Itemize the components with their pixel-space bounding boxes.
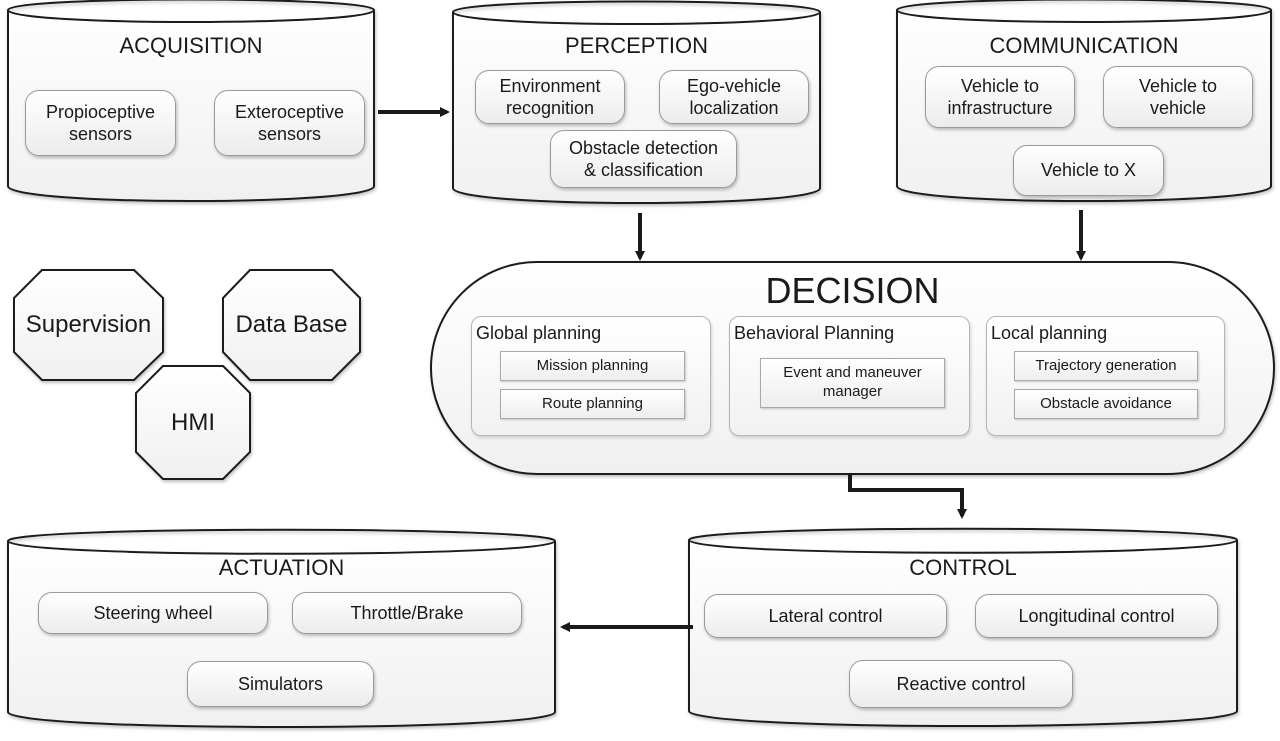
event-maneuver-manager-item: Event and maneuver manager [760,358,945,408]
throttle-brake-item: Throttle/Brake [292,592,522,634]
arrow-decision-to-control [848,474,967,519]
behavioral-planning-title: Behavioral Planning [734,323,895,343]
actuation-container [7,528,556,728]
global-planning-title: Global planning [476,323,602,343]
database-octagon [222,269,361,381]
perception-title: PERCEPTION [564,32,709,58]
lateral-control-item: Lateral control [704,594,947,638]
decision-title: DECISION [765,270,940,312]
environment-recognition-item: Environment recognition [475,70,625,124]
simulators-item: Simulators [187,661,374,707]
vehicle-to-infrastructure-item: Vehicle to infrastructure [925,66,1075,128]
supervision-label: Supervision [25,311,152,338]
vehicle-to-x-item: Vehicle to X [1013,145,1164,196]
reactive-control-item: Reactive control [849,660,1073,708]
propioceptive-sensors-item: Propioceptive sensors [25,90,176,156]
supervision-octagon [13,269,164,381]
hmi-octagon [135,365,251,480]
communication-title: COMMUNICATION [989,32,1179,58]
exteroceptive-sensors-item: Exteroceptive sensors [214,90,365,156]
trajectory-generation-item: Trajectory generation [1014,351,1198,381]
hmi-label: HMI [171,408,215,436]
ego-vehicle-localization-item: Ego-vehicle localization [659,70,809,124]
local-planning-title: Local planning [991,323,1108,343]
control-container [688,527,1238,727]
route-planning-item: Route planning [500,389,685,419]
database-label: Data Base [235,311,348,338]
steering-wheel-item: Steering wheel [38,592,268,634]
obstacle-avoidance-item: Obstacle avoidance [1014,389,1198,419]
acquisition-title: ACQUISITION [119,32,263,58]
actuation-title: ACTUATION [218,554,345,580]
longitudinal-control-item: Longitudinal control [975,594,1218,638]
obstacle-detection-item: Obstacle detection & classification [550,130,737,188]
communication-container [896,0,1272,202]
control-title: CONTROL [909,554,1017,580]
vehicle-to-vehicle-item: Vehicle to vehicle [1103,66,1253,128]
mission-planning-item: Mission planning [500,351,685,381]
